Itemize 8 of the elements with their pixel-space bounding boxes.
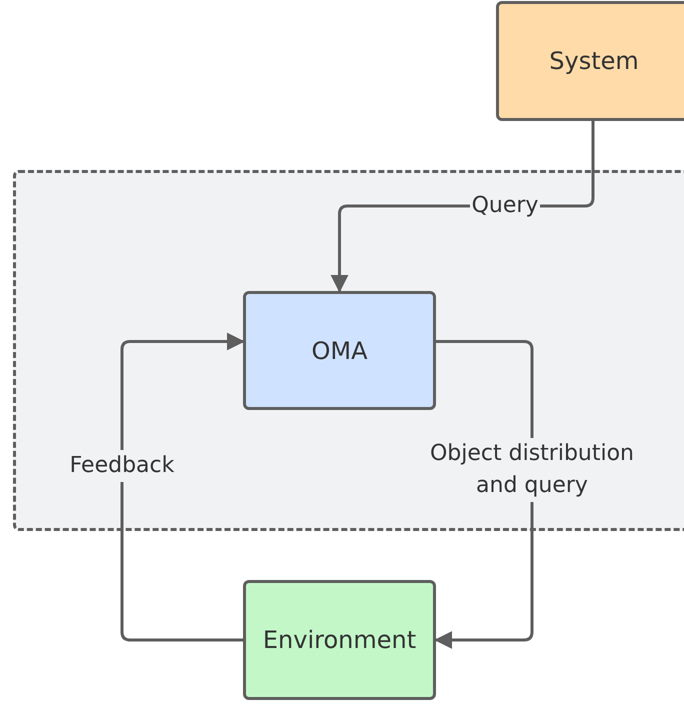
process-box bbox=[243, 291, 436, 410]
node-label: OMA bbox=[311, 336, 368, 366]
node-label: System bbox=[549, 46, 639, 76]
group-boundary bbox=[13, 170, 684, 531]
arrow bbox=[120, 332, 245, 642]
node-label: Environment bbox=[262, 625, 416, 655]
process-box bbox=[243, 580, 436, 700]
process-box bbox=[496, 1, 684, 121]
